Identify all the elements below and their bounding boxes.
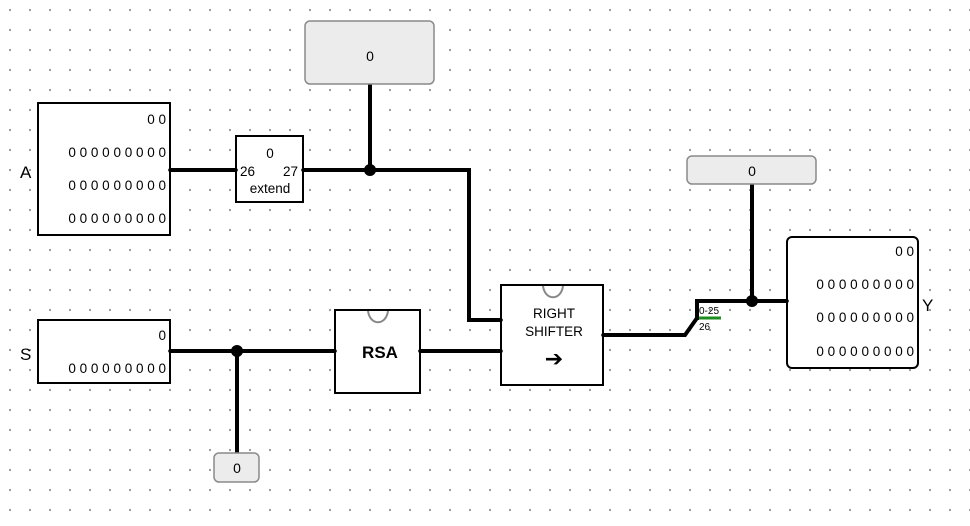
junction-dot (746, 295, 758, 307)
output-pin-y[interactable]: 0 0 0 0 0 0 0 0 0 0 0 0 0 0 0 0 0 0 0 0 … (785, 236, 919, 369)
extender-in-width: 26 (240, 164, 255, 179)
splitter-bit-label: 26 (699, 322, 711, 333)
pin-y-row-1: 0 0 0 0 0 0 0 0 0 (816, 277, 914, 292)
subcircuit-notch-icon (367, 310, 389, 324)
wires (168, 82, 789, 455)
junction-dot (364, 164, 376, 176)
splitter[interactable]: 0-25 26 (699, 306, 721, 333)
right-shifter[interactable]: RIGHT SHIFTER ➔ (499, 284, 605, 386)
constant-bottom-value: 0 (233, 460, 241, 476)
subcircuit-notch-icon (542, 285, 564, 299)
input-pin-s[interactable]: 0 0 0 0 0 0 0 0 0 0 (37, 319, 172, 384)
rsa-label: RSA (362, 343, 398, 362)
junction-dot (231, 345, 243, 357)
pin-y-row-0: 0 0 (895, 244, 914, 259)
pin-a-label: A (20, 163, 32, 182)
extender-label: extend (250, 181, 291, 196)
right-arrow-icon: ➔ (545, 347, 563, 372)
pin-a-row-3: 0 0 0 0 0 0 0 0 0 (68, 211, 166, 226)
constant-top-value: 0 (366, 48, 374, 64)
pin-a-row-1: 0 0 0 0 0 0 0 0 0 (68, 145, 166, 160)
extender-value: 0 (266, 146, 274, 161)
constant-bottom[interactable]: 0 (213, 452, 260, 483)
splitter-range-label: 0-25 (699, 306, 719, 317)
extender-out-width: 27 (283, 164, 298, 179)
constant-right-value: 0 (748, 163, 756, 179)
pin-s-row-1: 0 0 0 0 0 0 0 0 0 (68, 361, 166, 376)
pin-s-row-0: 0 (158, 328, 166, 343)
pin-y-label: Y (922, 296, 933, 315)
pin-s-label: S (20, 345, 31, 364)
pin-y-row-2: 0 0 0 0 0 0 0 0 0 (816, 310, 914, 325)
rsa-subcircuit[interactable]: RSA (333, 309, 422, 394)
bit-extender[interactable]: 0 26 27 extend (234, 135, 305, 203)
wire-shifter-to-splitter[interactable] (601, 315, 700, 337)
shifter-label-line2: SHIFTER (525, 324, 583, 339)
wire-extender-to-shifter[interactable] (301, 168, 503, 322)
shifter-label-line1: RIGHT (533, 306, 575, 321)
constant-top[interactable]: 0 (304, 20, 435, 85)
pin-a-row-2: 0 0 0 0 0 0 0 0 0 (68, 178, 166, 193)
constant-right[interactable]: 0 (686, 155, 817, 185)
input-pin-a[interactable]: 0 0 0 0 0 0 0 0 0 0 0 0 0 0 0 0 0 0 0 0 … (37, 102, 172, 236)
pin-a-row-0: 0 0 (147, 112, 166, 127)
pin-y-row-3: 0 0 0 0 0 0 0 0 0 (816, 344, 914, 359)
